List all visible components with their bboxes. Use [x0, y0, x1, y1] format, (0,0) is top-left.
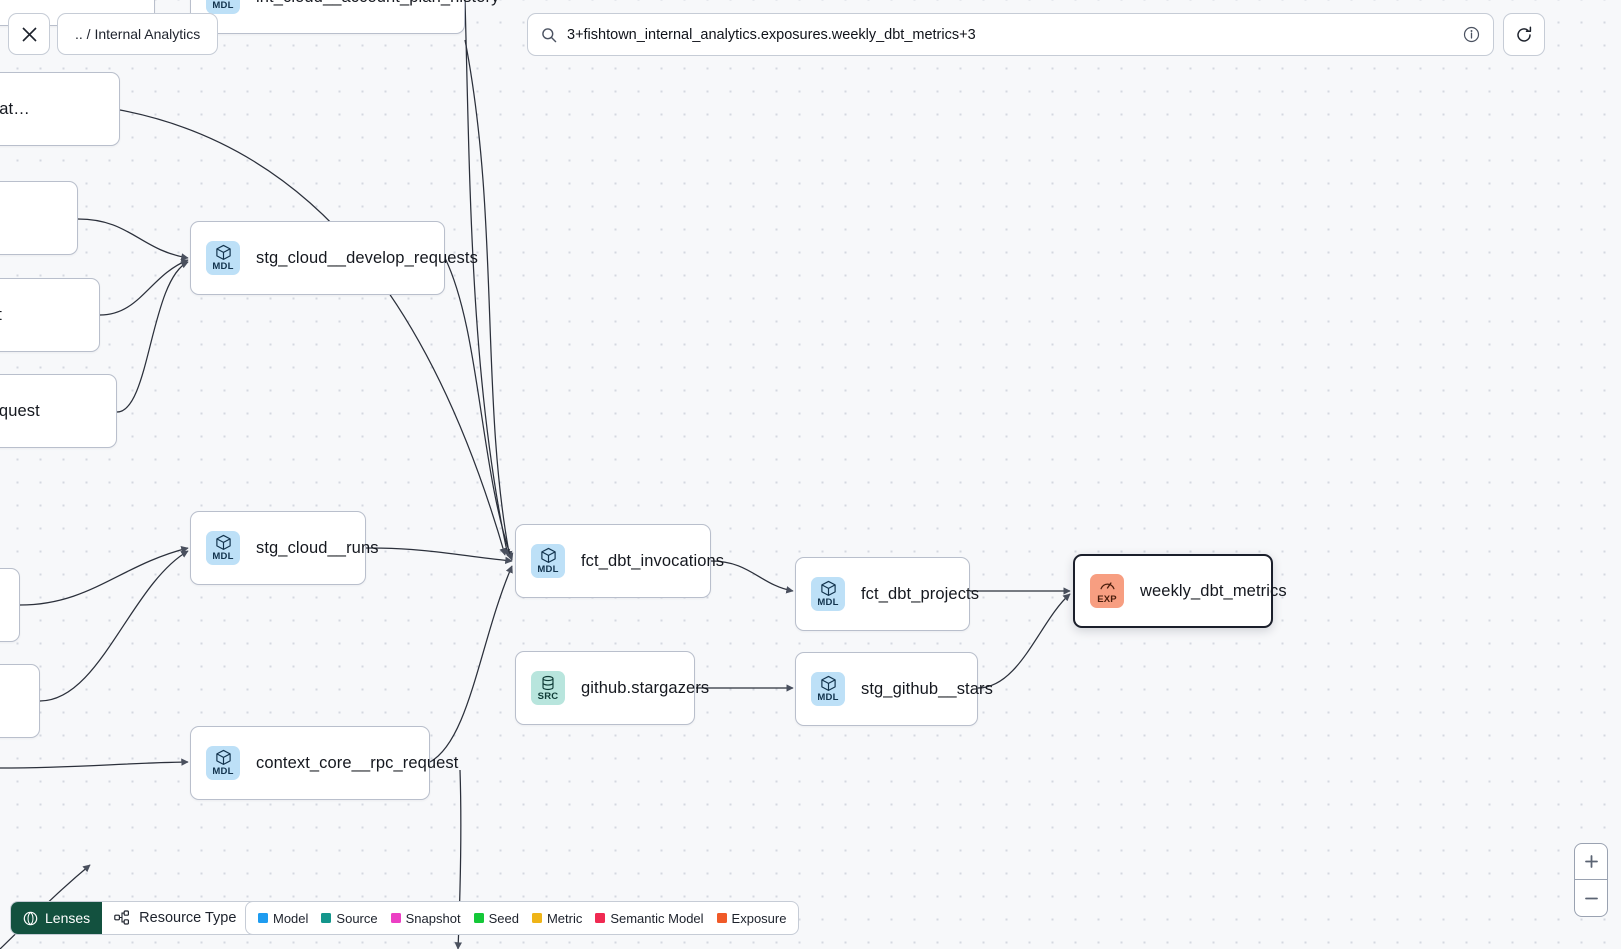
legend-swatch [321, 913, 332, 923]
graph-node-develop_request_1[interactable]: p_request [0, 181, 78, 255]
legend-swatch [716, 913, 727, 923]
node-type-badge-mdl: MDL [206, 241, 240, 275]
breadcrumb[interactable]: .. / Internal Analytics [57, 13, 219, 55]
graph-node-stg_cloud__develop_requests[interactable]: MDL stg_cloud__develop_requests [190, 221, 478, 295]
lineage-search-bar[interactable] [527, 13, 1494, 56]
node-label: github.stargazers [581, 678, 710, 697]
legend-item-model[interactable]: Model [258, 911, 308, 926]
legend-label: Model [273, 910, 309, 926]
legend-label: Source [336, 910, 378, 926]
node-type-badge-src: SRC [531, 671, 565, 705]
node-type-badge-mdl: MDL [206, 531, 240, 565]
node-label: int_cloud__account_plan_history [256, 0, 499, 7]
node-label: fct_dbt_invocations [581, 551, 725, 570]
legend-swatch [258, 913, 268, 923]
zoom-in-button[interactable] [1575, 844, 1607, 880]
edges [0, 0, 1071, 949]
legend-item-exposure[interactable]: Exposure [716, 910, 787, 926]
node-label: stg_cloud__develop_requests [256, 248, 478, 267]
legend-swatch [390, 913, 401, 923]
graph-node-int_cloud__account_plan_history[interactable]: MDL int_cloud__account_plan_history [190, 0, 499, 34]
close-button[interactable] [8, 13, 50, 55]
zoom-out-button[interactable] [1575, 880, 1607, 916]
graph-node-fct_dbt_invocations[interactable]: MDL fct_dbt_invocations [515, 524, 724, 598]
legend-item-source[interactable]: Source [321, 910, 378, 926]
resource-type-label: Resource Type [139, 910, 237, 926]
legend-swatch [531, 913, 542, 923]
badge-text: SRC [537, 690, 559, 702]
legend-label: Semantic Model [610, 910, 704, 926]
legend-swatch [595, 913, 606, 923]
info-icon[interactable] [1463, 26, 1480, 43]
legend-item-metric[interactable]: Metric [531, 910, 583, 926]
graph-node-develop_request_3[interactable]: _develop_request [0, 374, 117, 448]
lenses-label: Lenses [45, 910, 91, 926]
node-type-badge-mdl: MDL [811, 672, 845, 706]
badge-text: MDL [212, 766, 234, 778]
resource-type-legend: Model Source Snapshot Seed Metric Semantic Mo… [245, 901, 800, 935]
legend-label: Snapshot [405, 910, 461, 926]
badge-text: MDL [212, 0, 234, 12]
graph-node-multicell_migration[interactable]: multicell_migrat… [0, 72, 120, 146]
badge-text: MDL [537, 564, 559, 576]
graph-node-stg_cloud__runs[interactable]: MDL stg_cloud__runs [190, 511, 378, 585]
breadcrumb-label: .. / Internal Analytics [75, 26, 201, 42]
graph-node-github.stargazers[interactable]: SRC github.stargazers [515, 651, 709, 725]
legend-item-seed[interactable]: Seed [473, 910, 519, 926]
badge-text: MDL [817, 597, 839, 609]
refresh-icon [1517, 26, 1532, 42]
lenses-button[interactable]: Lenses [11, 902, 103, 934]
refresh-button[interactable] [1503, 13, 1545, 56]
node-label: multicell_migrat… [0, 99, 30, 118]
close-icon [21, 26, 37, 42]
node-label: fct_dbt_projects [861, 584, 980, 603]
resource-type-dropdown[interactable]: Resource Type [102, 902, 269, 934]
node-type-badge-mdl: MDL [206, 746, 240, 780]
minus-icon [1584, 897, 1598, 899]
graph-node-context_core__rpc_request[interactable]: MDL context_core__rpc_request [190, 726, 458, 800]
badge-text: EXP [1097, 594, 1117, 606]
badge-text: MDL [212, 551, 234, 563]
graph-node-left_partial_run[interactable]: .run [0, 664, 40, 738]
legend-item-semantic-model[interactable]: Semantic Model [595, 910, 704, 926]
node-type-badge-mdl: MDL [206, 0, 240, 14]
node-label: velop_request [0, 306, 2, 325]
zoom-controls [1574, 843, 1608, 917]
node-label: _develop_request [0, 401, 40, 420]
node-label: weekly_dbt_metrics [1140, 581, 1287, 600]
search-icon [542, 27, 557, 42]
resource-type-icon [114, 910, 130, 925]
lens-icon [23, 911, 38, 925]
legend-swatch [473, 913, 484, 923]
node-type-badge-mdl: MDL [531, 544, 565, 578]
legend-item-snapshot[interactable]: Snapshot [390, 910, 461, 926]
legend-label: Metric [546, 910, 583, 926]
legend-label: Seed [488, 910, 519, 926]
graph-node-weekly_dbt_metrics[interactable]: EXP weekly_dbt_metrics [1073, 554, 1287, 628]
node-type-badge-exp: EXP [1090, 574, 1124, 608]
graph-node-fct_dbt_projects[interactable]: MDL fct_dbt_projects [795, 557, 979, 631]
graph-node-left_partial_n[interactable]: n [0, 568, 20, 642]
lenses-toolbar: Lenses Resource Type [10, 901, 271, 935]
node-label: stg_github__stars [861, 679, 993, 698]
plus-icon [1584, 855, 1598, 868]
graph-node-develop_request_2[interactable]: velop_request [0, 278, 100, 352]
node-label: stg_cloud__runs [256, 538, 379, 557]
search-input[interactable] [567, 26, 1463, 43]
legend-label: Exposure [731, 910, 787, 926]
badge-text: MDL [212, 261, 234, 273]
node-type-badge-mdl: MDL [811, 577, 845, 611]
graph-node-stg_github__stars[interactable]: MDL stg_github__stars [795, 652, 993, 726]
badge-text: MDL [817, 692, 839, 704]
node-label: context_core__rpc_request [256, 753, 459, 772]
